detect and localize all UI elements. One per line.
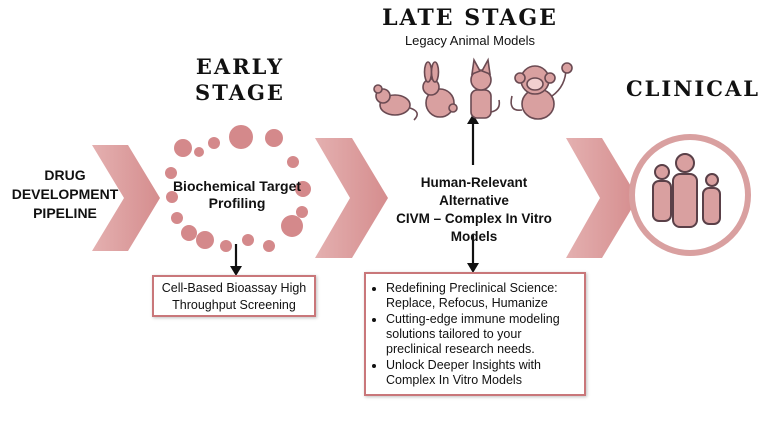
connector-arrows <box>230 114 479 276</box>
early-stage-title-line-1: EARLY <box>195 54 285 79</box>
screening-box: Cell-Based Bioassay High Throughput Scre… <box>152 275 316 317</box>
pipeline-label-line-2: DEVELOPMENT <box>11 186 119 202</box>
early-stage-title: EARLY STAGE <box>180 54 300 106</box>
pipeline-label-line-3: PIPELINE <box>33 205 97 221</box>
late-stage-subtitle: Legacy Animal Models <box>404 33 536 48</box>
chevron-1 <box>92 145 160 251</box>
pipeline-label: DRUG DEVELOPMENT PIPELINE <box>10 166 120 223</box>
target-profiling-label: Biochemical Target Profiling <box>172 178 302 211</box>
benefits-box: Redefining Preclinical Science: Replace,… <box>364 272 586 396</box>
civm-label-line-3: Models <box>450 229 498 244</box>
chevron-2 <box>315 138 388 258</box>
benefit-item: Cutting-edge immune modeling solutions t… <box>386 312 578 357</box>
civm-label-line-2: CIVM – Complex In Vitro <box>396 211 552 226</box>
civm-label: Human-Relevant Alternative CIVM – Comple… <box>388 174 560 246</box>
early-stage-title-line-2: STAGE <box>195 80 285 105</box>
benefit-item: Redefining Preclinical Science: Replace,… <box>386 281 578 311</box>
chevron-3 <box>566 138 638 258</box>
monkey-icon <box>510 62 573 120</box>
screening-box-line-2: Throughput Screening <box>172 298 296 312</box>
pipeline-label-line-1: DRUG <box>44 167 86 183</box>
late-stage-title: LATE STAGE <box>382 5 558 31</box>
mouse-icon <box>373 84 418 121</box>
rabbit-icon <box>422 61 458 118</box>
benefits-list: Redefining Preclinical Science: Replace,… <box>372 281 578 388</box>
screening-box-line-1: Cell-Based Bioassay High <box>161 281 307 295</box>
target-profiling-ring <box>165 125 311 252</box>
family-icon <box>629 134 751 256</box>
dog-icon <box>470 57 501 119</box>
benefit-item: Unlock Deeper Insights with Complex In V… <box>386 358 578 388</box>
clinical-title: CLINICAL <box>625 76 761 101</box>
civm-label-line-1: Human-Relevant Alternative <box>420 175 528 208</box>
